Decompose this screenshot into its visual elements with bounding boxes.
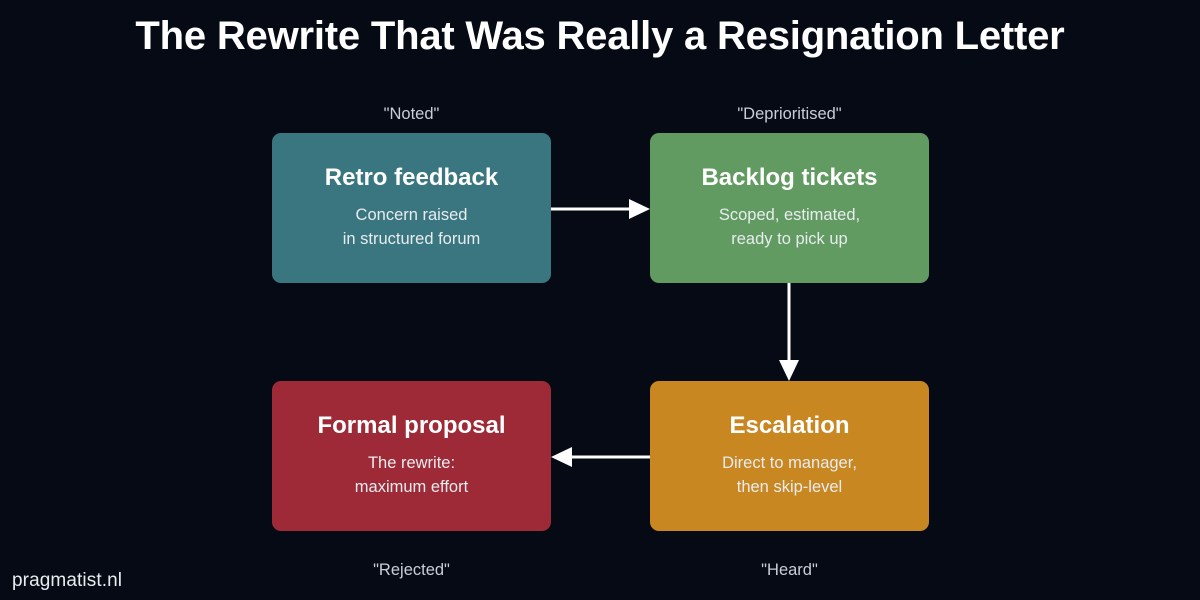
edge-label-heard: "Heard" [761, 561, 818, 579]
node-retro-feedback-subtitle: Concern raised in structured forum [342, 205, 481, 249]
edge-label-deprioritised: "Deprioritised" [737, 105, 842, 123]
watermark: pragmatist.nl [12, 570, 123, 591]
node-formal-proposal[interactable]: Formal proposal The rewrite: maximum eff… [272, 381, 551, 531]
page-title: The Rewrite That Was Really a Resignatio… [135, 14, 1065, 58]
node-formal-proposal-title: Formal proposal [317, 411, 506, 439]
node-backlog-tickets-subtitle: Scoped, estimated, ready to pick up [718, 205, 861, 249]
node-escalation[interactable]: Escalation Direct to manager, then skip-… [650, 381, 929, 531]
node-retro-feedback[interactable]: Retro feedback Concern raised in structu… [272, 133, 551, 283]
edge-label-noted: "Noted" [383, 105, 440, 123]
node-escalation-title: Escalation [729, 411, 850, 439]
node-retro-feedback-title: Retro feedback [324, 163, 499, 191]
node-escalation-subtitle: Direct to manager, then skip-level [722, 453, 857, 497]
arrow-right-icon [551, 199, 650, 219]
arrow-left-icon [551, 447, 650, 467]
arrow-down-icon [779, 283, 799, 381]
node-backlog-tickets[interactable]: Backlog tickets Scoped, estimated, ready… [650, 133, 929, 283]
node-formal-proposal-subtitle: The rewrite: maximum effort [354, 453, 469, 497]
node-backlog-tickets-title: Backlog tickets [701, 163, 878, 191]
edge-label-rejected: "Rejected" [373, 561, 450, 579]
